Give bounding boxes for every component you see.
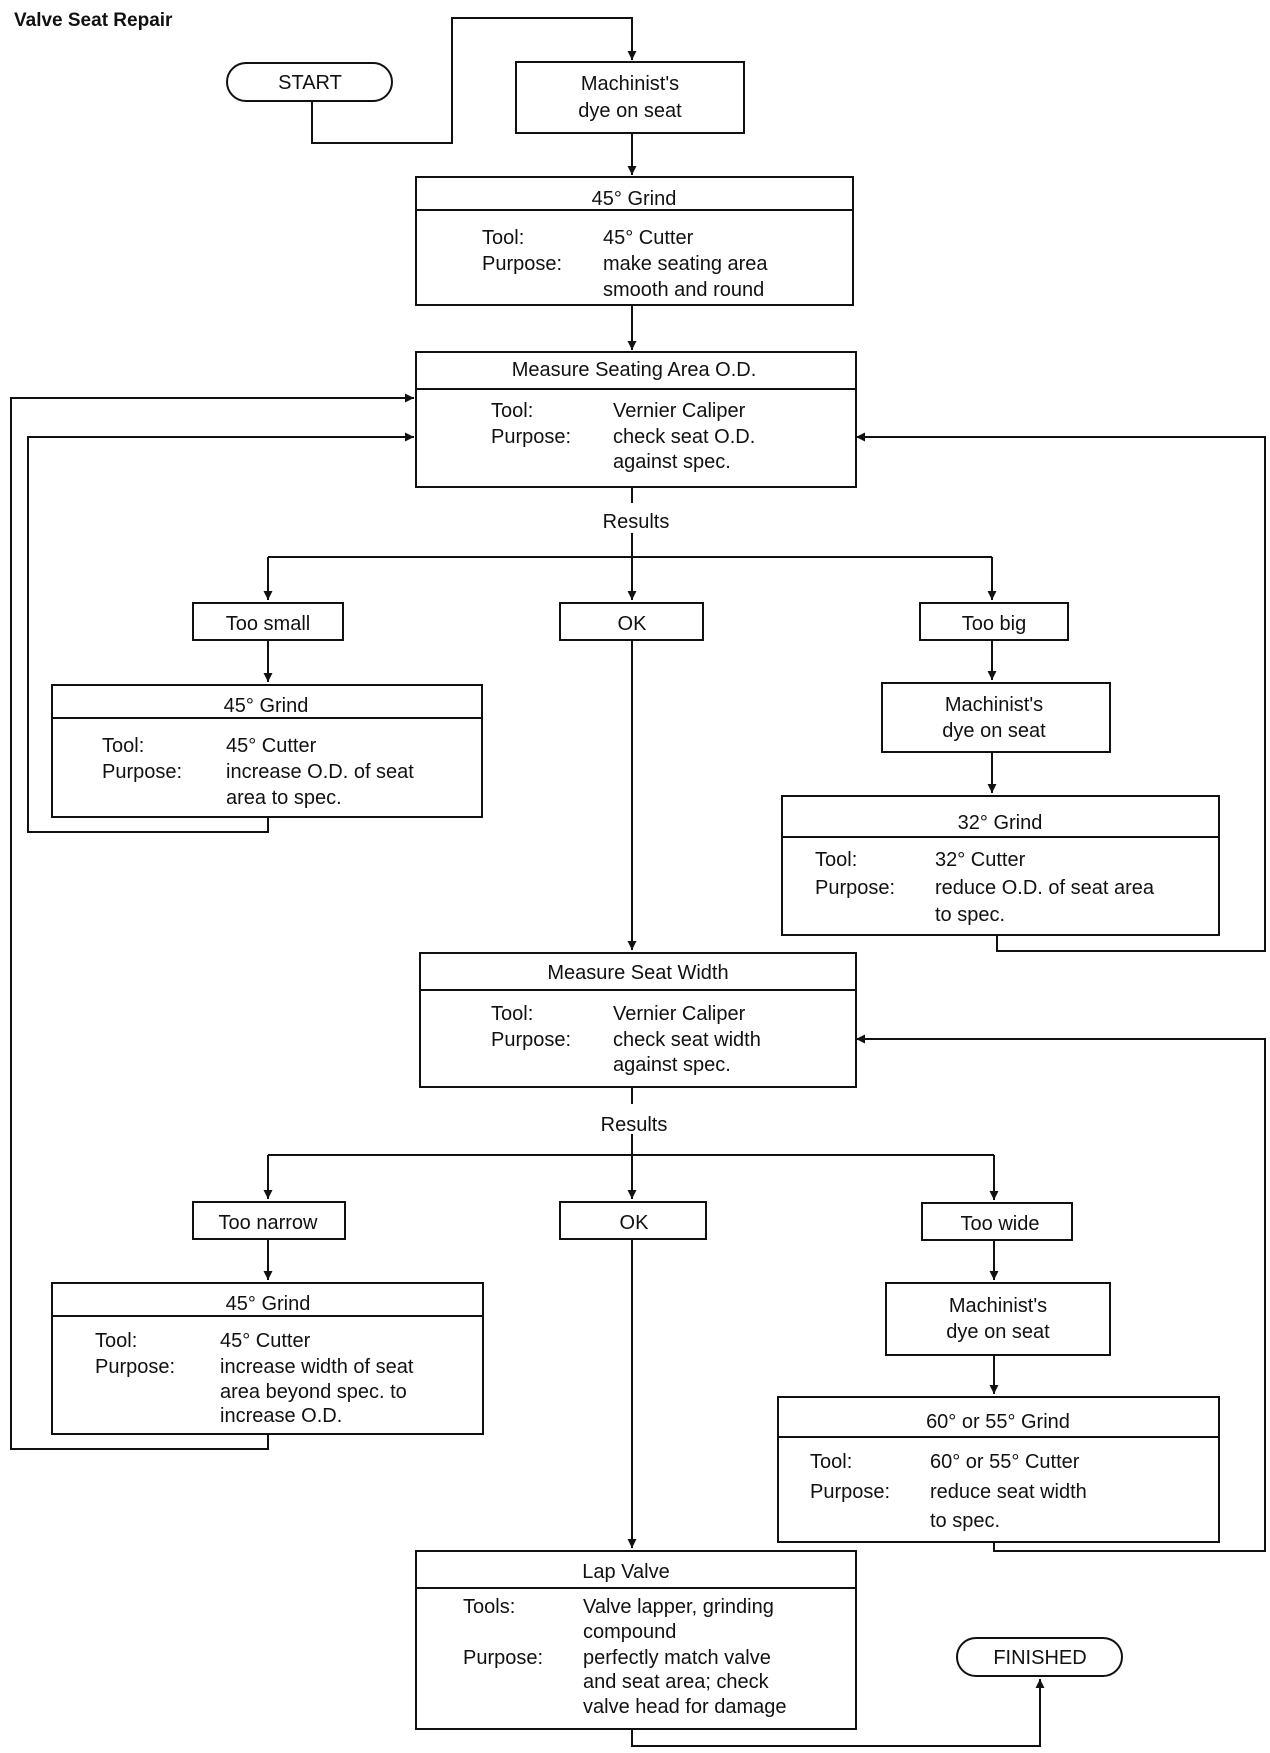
grind32-purpose-label: Purpose: — [815, 877, 895, 899]
grind45-small-title: 45° Grind — [224, 695, 309, 717]
too-wide-box: Too wide — [921, 1202, 1073, 1241]
measure-width-box: Measure Seat Width Tool: Vernier Caliper… — [419, 952, 857, 1088]
connectors — [10, 17, 1266, 1747]
grind32-purpose-2: to spec. — [935, 904, 1005, 926]
connector-narrow-loop — [10, 393, 414, 1450]
grind45-narrow-tool: 45° Cutter — [220, 1330, 311, 1352]
grind60-title: 60° or 55° Grind — [926, 1411, 1070, 1433]
grind45-small-purpose-label: Purpose: — [102, 761, 182, 783]
grind60-purpose-1: reduce seat width — [930, 1481, 1087, 1503]
grind45-narrow-purpose-1: increase width of seat — [220, 1356, 414, 1378]
grind45-top-tool: 45° Cutter — [603, 227, 694, 249]
measure-od-purpose-2: against spec. — [613, 451, 731, 473]
dye2-line1: Machinist's — [945, 694, 1043, 716]
measure-width-purpose-1: check seat width — [613, 1029, 761, 1051]
grind45-top-purpose-1: make seating area — [603, 253, 768, 275]
start-label: START — [278, 72, 342, 94]
too-big-label: Too big — [962, 613, 1027, 635]
grind32-box: 32° Grind Tool: 32° Cutter Purpose: redu… — [781, 795, 1220, 936]
grind45-small-purpose-1: increase O.D. of seat — [226, 761, 414, 783]
measure-od-title: Measure Seating Area O.D. — [512, 359, 757, 381]
ok-label-2: OK — [620, 1212, 650, 1234]
ok-box-2: OK — [559, 1201, 707, 1240]
dye1-line2: dye on seat — [578, 100, 682, 122]
dye-step-3: Machinist's dye on seat — [885, 1282, 1111, 1356]
measure-od-tool: Vernier Caliper — [613, 400, 746, 422]
connector-grind32-loop — [856, 432, 1266, 952]
lap-title: Lap Valve — [582, 1561, 669, 1583]
lap-tool-1: Valve lapper, grinding — [583, 1596, 774, 1618]
grind45-top-purpose-2: smooth and round — [603, 279, 764, 301]
results-label-2: Results — [601, 1114, 668, 1136]
too-wide-label: Too wide — [961, 1213, 1040, 1235]
lap-purpose-3: valve head for damage — [583, 1696, 786, 1718]
dye-step-2: Machinist's dye on seat — [881, 682, 1111, 753]
connector-grind-small-loop — [27, 432, 414, 833]
lap-purpose-2: and seat area; check — [583, 1671, 770, 1693]
lap-purpose-1: perfectly match valve — [583, 1647, 771, 1669]
lap-tool-label: Tools: — [463, 1596, 515, 1618]
measure-width-tool-label: Tool: — [491, 1003, 533, 1025]
results-label-1: Results — [603, 511, 670, 533]
dye-step-1: Machinist's dye on seat — [515, 61, 745, 134]
grind60-purpose-label: Purpose: — [810, 1481, 890, 1503]
lap-purpose-label: Purpose: — [463, 1647, 543, 1669]
grind60-tool: 60° or 55° Cutter — [930, 1451, 1080, 1473]
too-small-label: Too small — [226, 613, 310, 635]
measure-width-purpose-2: against spec. — [613, 1054, 731, 1076]
grind45-small-purpose-2: area to spec. — [226, 787, 342, 809]
ok-label-1: OK — [618, 613, 648, 635]
measure-width-purpose-label: Purpose: — [491, 1029, 571, 1051]
grind45-top-box: 45° Grind Tool: 45° Cutter Purpose: make… — [415, 176, 854, 306]
grind32-tool-label: Tool: — [815, 849, 857, 871]
grind60-box: 60° or 55° Grind Tool: 60° or 55° Cutter… — [777, 1396, 1220, 1543]
grind45-top-title: 45° Grind — [592, 188, 677, 210]
ok-box-1: OK — [559, 602, 704, 641]
grind45-small-box: 45° Grind Tool: 45° Cutter Purpose: incr… — [51, 684, 483, 818]
grind45-small-tool: 45° Cutter — [226, 735, 317, 757]
dye3-line2: dye on seat — [946, 1321, 1050, 1343]
lap-tool-2: compound — [583, 1621, 676, 1643]
grind45-small-tool-label: Tool: — [102, 735, 144, 757]
measure-od-purpose-1: check seat O.D. — [613, 426, 755, 448]
grind60-tool-label: Tool: — [810, 1451, 852, 1473]
finished-terminal: FINISHED — [956, 1637, 1123, 1677]
connector-start-to-dye — [311, 17, 637, 144]
lap-valve-box: Lap Valve Tools: Valve lapper, grinding … — [415, 1550, 857, 1730]
dye2-line2: dye on seat — [942, 720, 1046, 742]
grind32-tool: 32° Cutter — [935, 849, 1026, 871]
page-title: Valve Seat Repair — [14, 10, 173, 31]
measure-od-box: Measure Seating Area O.D. Tool: Vernier … — [415, 351, 857, 488]
too-small-box: Too small — [192, 602, 344, 641]
grind45-narrow-tool-label: Tool: — [95, 1330, 137, 1352]
measure-od-tool-label: Tool: — [491, 400, 533, 422]
grind45-narrow-title: 45° Grind — [226, 1293, 311, 1315]
too-narrow-label: Too narrow — [219, 1212, 318, 1234]
connector-grind60-loop — [856, 1034, 1266, 1552]
grind45-narrow-box: 45° Grind Tool: 45° Cutter Purpose: incr… — [51, 1282, 484, 1435]
connector-lap-to-finished — [631, 1679, 1045, 1747]
grind32-title: 32° Grind — [958, 812, 1043, 834]
too-big-box: Too big — [919, 602, 1069, 641]
grind45-narrow-purpose-label: Purpose: — [95, 1356, 175, 1378]
grind45-narrow-purpose-3: increase O.D. — [220, 1405, 342, 1427]
measure-width-title: Measure Seat Width — [547, 962, 728, 984]
grind60-purpose-2: to spec. — [930, 1510, 1000, 1532]
finished-label: FINISHED — [993, 1647, 1086, 1669]
measure-width-tool: Vernier Caliper — [613, 1003, 746, 1025]
grind45-top-tool-label: Tool: — [482, 227, 524, 249]
measure-od-purpose-label: Purpose: — [491, 426, 571, 448]
dye1-line1: Machinist's — [581, 73, 679, 95]
grind45-narrow-purpose-2: area beyond spec. to — [220, 1381, 407, 1403]
grind32-purpose-1: reduce O.D. of seat area — [935, 877, 1155, 899]
start-terminal: START — [226, 62, 393, 102]
dye3-line1: Machinist's — [949, 1295, 1047, 1317]
too-narrow-box: Too narrow — [192, 1201, 346, 1240]
grind45-top-purpose-label: Purpose: — [482, 253, 562, 275]
